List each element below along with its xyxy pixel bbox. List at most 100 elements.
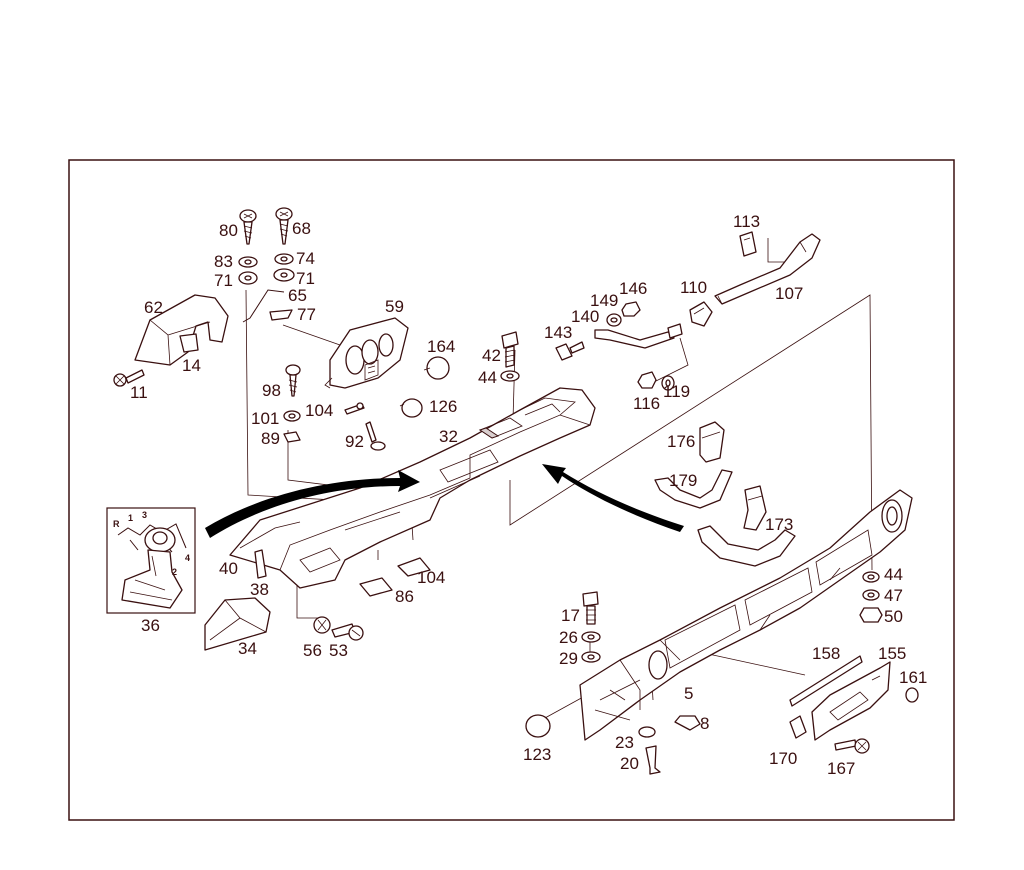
label-107: 107 — [775, 284, 803, 303]
screw-80 — [239, 209, 257, 245]
label-71-left: 71 — [214, 271, 233, 290]
strap-179 — [654, 469, 733, 509]
handle-107 — [714, 233, 821, 305]
label-140: 140 — [571, 307, 599, 326]
label-113: 113 — [733, 212, 760, 231]
part-110 — [689, 301, 713, 327]
gate-label-4: 4 — [185, 553, 190, 563]
label-32: 32 — [439, 427, 458, 446]
label-167: 167 — [827, 759, 855, 778]
label-36: 36 — [141, 616, 160, 635]
label-65: 65 — [288, 286, 307, 305]
label-116: 116 — [633, 394, 660, 413]
label-17: 17 — [561, 606, 580, 625]
label-119: 119 — [663, 382, 690, 401]
bolt-42 — [501, 331, 519, 368]
clip-89 — [283, 431, 301, 443]
label-164: 164 — [427, 337, 455, 356]
label-68: 68 — [292, 219, 311, 238]
label-149: 149 — [590, 291, 618, 310]
label-14: 14 — [182, 356, 201, 375]
label-77: 77 — [297, 305, 316, 324]
label-101: 101 — [251, 409, 279, 428]
label-56: 56 — [303, 641, 322, 660]
label-5: 5 — [684, 684, 693, 703]
label-92: 92 — [345, 432, 364, 451]
label-42: 42 — [482, 346, 501, 365]
washers-26-29 — [581, 631, 601, 663]
brackets-65-77 — [242, 289, 293, 323]
label-20: 20 — [620, 754, 639, 773]
label-170: 170 — [769, 749, 797, 768]
label-8: 8 — [700, 714, 709, 733]
part-170 — [789, 715, 807, 739]
label-38: 38 — [250, 580, 269, 599]
strip-158 — [789, 655, 863, 707]
washer-23-screw-20 — [638, 726, 661, 775]
label-89: 89 — [261, 429, 280, 448]
gate-label-1: 1 — [128, 513, 133, 523]
label-40: 40 — [219, 559, 238, 578]
label-161: 161 — [899, 668, 927, 687]
label-53: 53 — [329, 641, 348, 660]
assembly-arrow-right — [542, 464, 684, 532]
gate-label-3: 3 — [142, 510, 147, 520]
label-44-top: 44 — [478, 368, 497, 387]
pin-104 — [344, 402, 365, 415]
label-50: 50 — [884, 607, 903, 626]
washer-101 — [283, 410, 301, 422]
lockwashers-83-74 — [238, 253, 294, 268]
label-11: 11 — [130, 383, 148, 402]
label-29: 29 — [559, 649, 578, 668]
nut-116-washer-119 — [637, 371, 675, 391]
label-59: 59 — [385, 297, 404, 316]
washer-149-nut-146 — [606, 301, 641, 327]
screw-92 — [365, 421, 386, 451]
bolt-17 — [582, 591, 599, 625]
washers-44-47-nut-50 — [859, 571, 883, 623]
cable-140 — [594, 323, 683, 349]
label-104-upper: 104 — [305, 401, 333, 420]
label-176: 176 — [667, 432, 695, 451]
part-62-trim — [134, 294, 229, 366]
bolt-143 — [555, 341, 585, 361]
screw-53-56 — [313, 616, 364, 641]
screw-11 — [113, 369, 145, 387]
label-83: 83 — [214, 252, 233, 271]
part-labels: 80 68 83 74 71 71 65 77 62 14 11 59 164 … — [130, 212, 927, 778]
label-179: 179 — [669, 471, 697, 490]
label-146: 146 — [619, 279, 647, 298]
part-34-cover — [204, 597, 271, 651]
washer-44-top — [500, 370, 520, 382]
clip-38 — [254, 549, 267, 579]
label-71-right: 71 — [296, 269, 315, 288]
screw-98 — [285, 364, 301, 397]
part-176 — [699, 421, 725, 463]
label-26: 26 — [559, 628, 578, 647]
screw-68 — [275, 207, 293, 245]
label-34: 34 — [238, 639, 257, 658]
knob-126 — [399, 398, 423, 418]
plug-123 — [525, 714, 551, 738]
knob-164 — [423, 356, 450, 380]
gate-label-r: R — [113, 519, 120, 529]
label-98: 98 — [262, 381, 281, 400]
label-23: 23 — [615, 733, 634, 752]
label-74: 74 — [296, 249, 315, 268]
part-173 — [697, 485, 796, 567]
label-126: 126 — [429, 397, 457, 416]
assembly-arrow-left — [205, 470, 420, 538]
part-5-dash-panel — [579, 489, 913, 741]
clip-113 — [739, 231, 757, 257]
label-44-right: 44 — [884, 565, 903, 584]
gate-label-2: 2 — [172, 567, 177, 577]
label-173: 173 — [765, 515, 793, 534]
label-123: 123 — [523, 745, 551, 764]
label-80: 80 — [219, 221, 238, 240]
inset-shift-boot: R 1 3 2 4 — [106, 507, 196, 614]
label-62: 62 — [144, 298, 163, 317]
label-143: 143 — [544, 323, 572, 342]
label-110: 110 — [680, 278, 707, 297]
washers-71 — [238, 268, 295, 285]
